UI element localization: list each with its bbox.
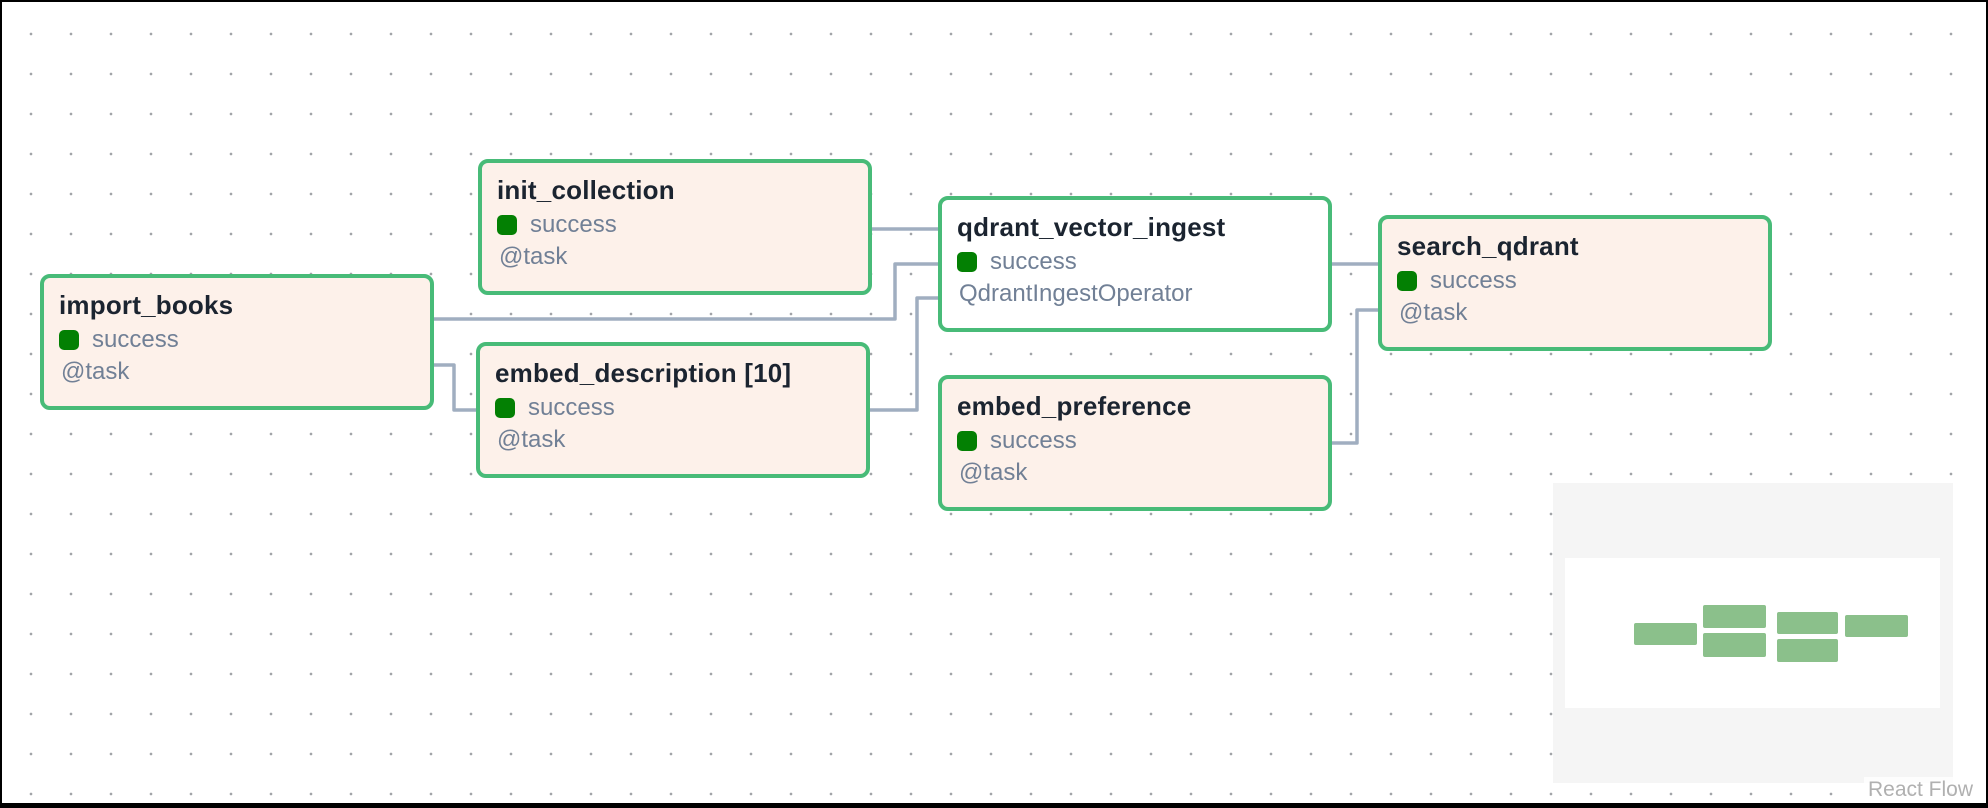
task-node-title: qdrant_vector_ingest (957, 212, 1226, 242)
status-success-icon (497, 215, 517, 235)
task-node-init_collection[interactable]: init_collection success @task (478, 159, 872, 295)
task-operator-label: @task (1399, 299, 1468, 326)
task-status-label: success (528, 394, 615, 421)
minimap-node-qdrant_vector_ingest (1777, 612, 1838, 634)
minimap-node-import_books (1634, 623, 1697, 645)
task-operator-label: @task (61, 358, 130, 385)
task-status-label: success (530, 211, 617, 238)
task-status-row: success (1397, 266, 1754, 296)
minimap-node-embed_description (1703, 633, 1766, 657)
task-operator-label: @task (497, 426, 566, 453)
minimap-node-search_qdrant (1845, 615, 1908, 637)
status-success-icon (1397, 271, 1417, 291)
edge-embed_preference-to-search_qdrant (1332, 308, 1378, 445)
task-node-title: embed_preference (957, 391, 1192, 421)
task-operator-label: @task (959, 459, 1028, 486)
task-node-title: init_collection (497, 175, 675, 205)
task-operator-label: @task (499, 243, 568, 270)
edge-import_books-to-embed_description (434, 363, 476, 412)
task-node-title: search_qdrant (1397, 231, 1579, 261)
status-success-icon (495, 398, 515, 418)
task-status-row: success (495, 393, 852, 423)
edge-embed_description-to-qdrant_vector_ingest (870, 296, 938, 412)
task-status-row: success (497, 210, 854, 240)
task-status-label: success (990, 427, 1077, 454)
task-node-qdrant_vector_ingest[interactable]: qdrant_vector_ingest success QdrantInges… (938, 196, 1332, 332)
status-success-icon (59, 330, 79, 350)
minimap[interactable] (1553, 483, 1953, 783)
task-status-label: success (1430, 267, 1517, 294)
task-node-title: import_books (59, 290, 234, 320)
task-node-embed_preference[interactable]: embed_preference success @task (938, 375, 1332, 511)
task-status-row: success (59, 325, 416, 355)
minimap-node-embed_preference (1777, 639, 1838, 662)
task-node-title: embed_description [10] (495, 358, 792, 388)
task-operator-label: QdrantIngestOperator (959, 280, 1193, 307)
task-status-label: success (990, 248, 1077, 275)
task-node-search_qdrant[interactable]: search_qdrant success @task (1378, 215, 1772, 351)
status-success-icon (957, 252, 977, 272)
task-status-row: success (957, 247, 1314, 277)
reactflow-attribution[interactable]: React Flow (1863, 777, 1977, 803)
status-success-icon (957, 431, 977, 451)
task-status-label: success (92, 326, 179, 353)
task-node-embed_description[interactable]: embed_description [10] success @task (476, 342, 870, 478)
minimap-node-init_collection (1703, 605, 1766, 628)
task-status-row: success (957, 426, 1314, 456)
task-node-import_books[interactable]: import_books success @task (40, 274, 434, 410)
